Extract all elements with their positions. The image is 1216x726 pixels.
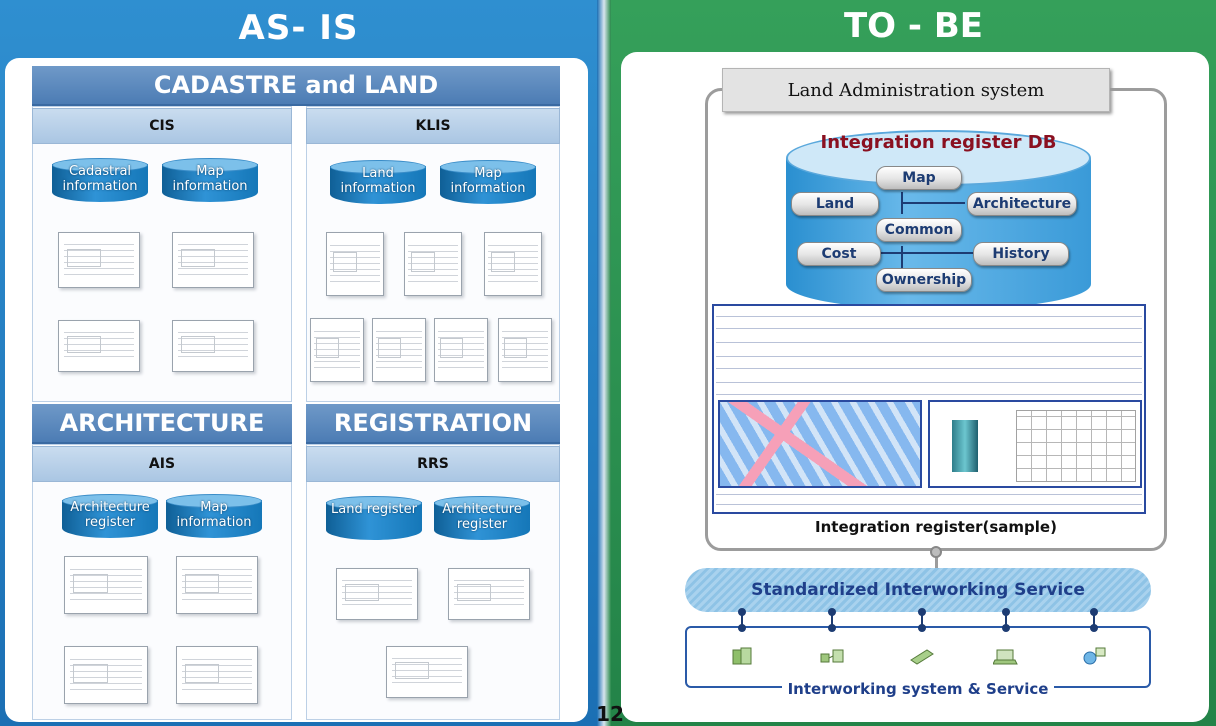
document-thumbnail (176, 646, 258, 704)
integration-register-sample (712, 304, 1146, 514)
registration-header: REGISTRATION (306, 404, 560, 444)
connector-line (1005, 612, 1007, 630)
interworking-system-text: Interworking system & Service (781, 680, 1055, 698)
connector-dot (1090, 608, 1098, 616)
cadastral-map-image (718, 400, 922, 488)
document-thumbnail (176, 556, 258, 614)
form-row (716, 382, 1142, 383)
rrs-label: RRS (306, 446, 560, 482)
db-item-ownership: Ownership (876, 268, 972, 292)
db-label: Map information (176, 500, 252, 530)
document-thumbnail (64, 646, 148, 704)
db-label: Architecture register (442, 502, 522, 532)
device-icon (910, 649, 934, 665)
db-item-map: Map (876, 166, 962, 190)
integration-register-sample-label: Integration register(sample) (815, 518, 1057, 536)
document-thumbnail (448, 568, 530, 620)
connector-line (921, 612, 923, 630)
building-plan-image (928, 400, 1142, 488)
connector-dot (918, 624, 926, 632)
connector-dot (738, 624, 746, 632)
document-thumbnail (172, 320, 254, 372)
db-item-common: Common (876, 218, 962, 242)
ais-label: AIS (32, 446, 292, 482)
form-row (716, 368, 1142, 369)
connector-dot (1002, 608, 1010, 616)
document-thumbnail (434, 318, 488, 382)
document-thumbnail (386, 646, 468, 698)
land-information-db: Land information (330, 160, 426, 204)
connector-dot (1090, 624, 1098, 632)
land-administration-system-title: Land Administration system (722, 68, 1110, 112)
form-row (716, 356, 1142, 357)
document-thumbnail (64, 556, 148, 614)
connector-line (901, 202, 965, 204)
document-thumbnail (58, 232, 140, 288)
document-thumbnail (310, 318, 364, 382)
db-item-land: Land (791, 192, 879, 216)
db-item-history: History (973, 242, 1069, 266)
to-be-title: TO - BE (843, 6, 984, 46)
to-be-panel: TO - BE Land Administration system Integ… (611, 0, 1216, 726)
map-information-db: Map information (166, 494, 262, 538)
cadastral-information-db: Cadastral information (52, 158, 148, 202)
document-thumbnail (172, 232, 254, 288)
panel-divider (597, 0, 611, 726)
network-icon (820, 649, 844, 663)
form-row (716, 342, 1142, 343)
db-label: Land register (331, 502, 417, 517)
connector-line (866, 252, 986, 254)
connector-line (831, 612, 833, 630)
db-item-cost: Cost (797, 242, 881, 266)
connector-dot (918, 608, 926, 616)
architecture-register-db: Architecture register (434, 496, 530, 540)
connector-dot (828, 608, 836, 616)
server-icon (732, 647, 752, 665)
page-number: 12 (596, 702, 624, 726)
globe-network-icon (1083, 647, 1106, 665)
form-row (716, 328, 1142, 329)
integration-register-db-title: Integration register DB (820, 132, 1057, 153)
document-thumbnail (498, 318, 552, 382)
document-thumbnail (372, 318, 426, 382)
db-label: Map information (450, 166, 526, 196)
building-icon (952, 420, 978, 472)
connector-line (741, 612, 743, 630)
document-thumbnail (326, 232, 384, 296)
architecture-register-db: Architecture register (62, 494, 158, 538)
db-label: Map information (172, 164, 248, 194)
map-information-db: Map information (162, 158, 258, 202)
db-item-architecture: Architecture (967, 192, 1077, 216)
land-register-db: Land register (326, 496, 422, 540)
document-thumbnail (484, 232, 542, 296)
form-row (716, 316, 1142, 317)
cis-label: CIS (32, 108, 292, 144)
klis-label: KLIS (306, 108, 560, 144)
map-information-db: Map information (440, 160, 536, 204)
connector-stem (935, 552, 938, 572)
form-row (716, 494, 1142, 495)
db-label: Cadastral information (62, 164, 138, 194)
db-label: Land information (340, 166, 416, 196)
document-thumbnail (336, 568, 418, 620)
connector-dot (1002, 624, 1010, 632)
architecture-header: ARCHITECTURE (32, 404, 292, 444)
connector-dot (738, 608, 746, 616)
connector-line (1093, 612, 1095, 630)
floor-plan-drawing (1016, 410, 1136, 482)
to-be-card: Land Administration system Integration r… (621, 52, 1209, 722)
connector-node (930, 546, 942, 558)
laptop-icon (993, 649, 1018, 665)
form-row (716, 394, 1142, 395)
as-is-title: AS- IS (238, 8, 359, 48)
connector-dot (828, 624, 836, 632)
cadastre-land-header: CADASTRE and LAND (32, 66, 560, 106)
document-thumbnail (404, 232, 462, 296)
db-label: Architecture register (70, 500, 150, 530)
form-row (716, 504, 1142, 505)
connector-line (901, 246, 903, 270)
document-thumbnail (58, 320, 140, 372)
standardized-interworking-service: Standardized Interworking Service (685, 568, 1151, 612)
interworking-system-label: Interworking system & Service (685, 680, 1151, 698)
